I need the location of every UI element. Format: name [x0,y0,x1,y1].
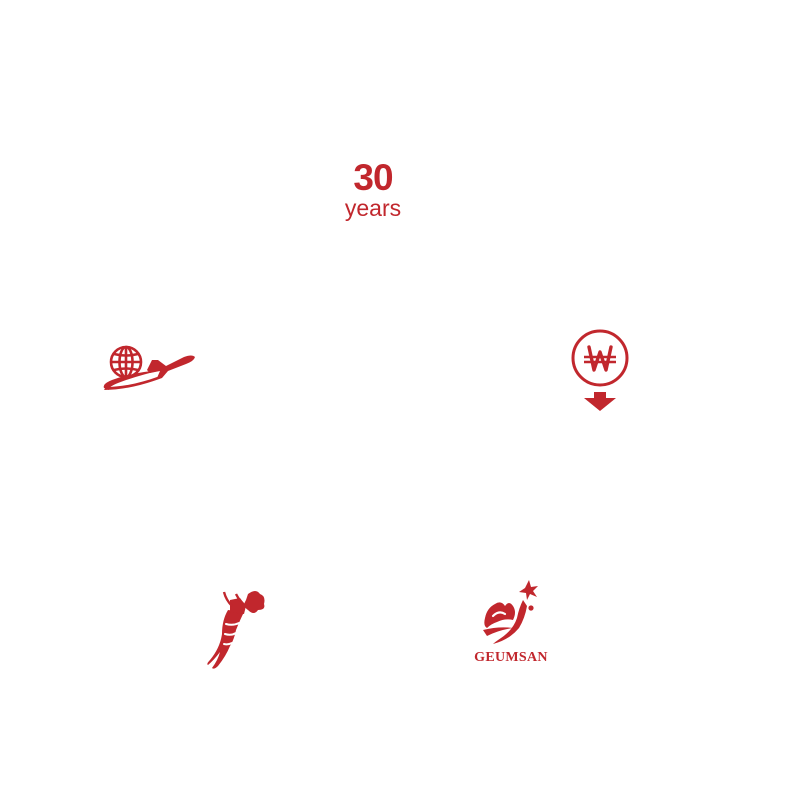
won-down-arrow-icon [565,328,635,414]
years-unit: years [344,195,402,221]
export-feature [100,340,200,396]
geumsan-logo [479,578,543,646]
ginseng-root-icon [200,586,272,674]
years-number: 30 [353,157,393,198]
ginseng-feature [200,586,272,674]
geumsan-brand-feature: GEUMSAN [462,578,560,670]
geumsan-wordmark: GEUMSAN [474,650,548,665]
years-feature: 30 years [322,157,424,222]
price-feature [565,328,635,414]
globe-airplane-icon [100,340,200,396]
